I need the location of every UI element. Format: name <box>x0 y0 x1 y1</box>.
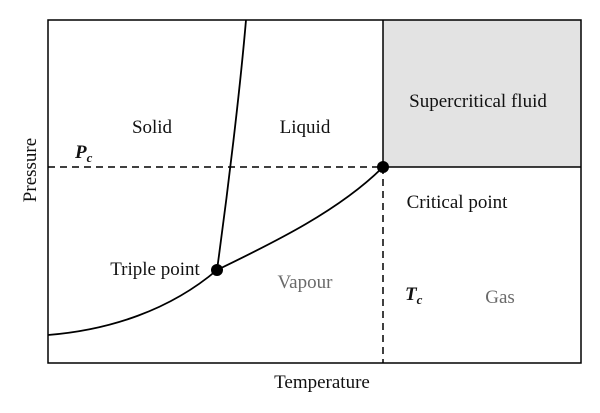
critical-point-marker <box>377 161 389 173</box>
critical-temperature-label: Tc <box>405 284 423 307</box>
vaporization-curve <box>216 166 384 271</box>
supercritical-region <box>383 20 581 167</box>
melting-curve <box>216 19 247 271</box>
triple-point-marker <box>211 264 223 276</box>
y-axis-label: Pressure <box>20 138 41 202</box>
sublimation-curve <box>47 269 218 336</box>
plot-frame <box>47 19 582 364</box>
supercritical-region-label: Supercritical fluid <box>409 91 547 112</box>
critical-point-label: Critical point <box>407 192 509 213</box>
liquid-region-label: Liquid <box>280 117 331 138</box>
vapour-region-label: Vapour <box>278 272 334 293</box>
triple-point-label: Triple point <box>110 259 200 280</box>
gas-region-label: Gas <box>485 287 515 308</box>
critical-pressure-label: Pc <box>74 142 93 165</box>
solid-region-label: Solid <box>132 117 173 138</box>
x-axis-label: Temperature <box>274 372 370 393</box>
